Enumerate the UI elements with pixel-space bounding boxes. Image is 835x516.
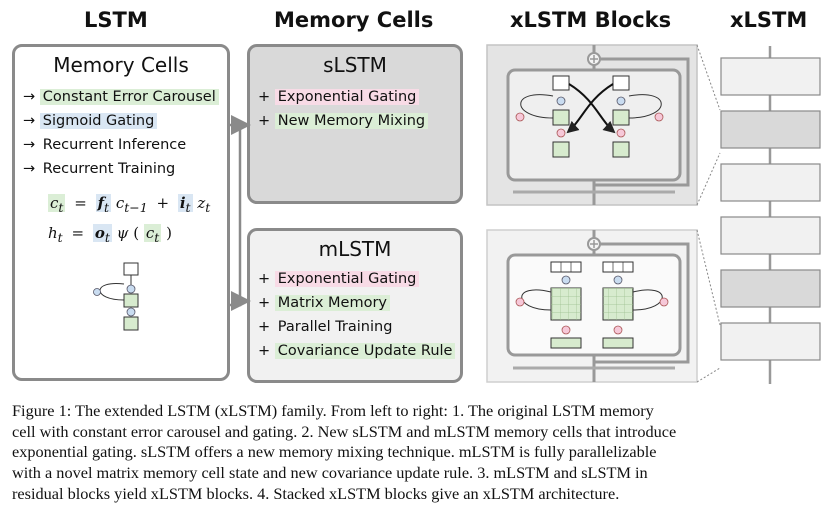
- stacked-slstm-block: [720, 110, 821, 149]
- stacked-mlstm-block: [720, 322, 821, 361]
- plus-icon: +: [258, 271, 271, 287]
- cell-state-equation: ct = ft ct−1 + it zt: [48, 194, 211, 215]
- hidden-state-equation: ht = ot ψ ( ct ): [48, 224, 172, 245]
- slstm-block-diagram: [486, 44, 698, 206]
- lstm-to-cells-connector: [230, 115, 251, 311]
- mlstm-item-exponential-gating: + Exponential Gating: [258, 271, 420, 287]
- arrow-right-icon: →: [23, 137, 36, 153]
- slstm-panel: sLSTM + Exponential Gating + New Memory …: [247, 44, 463, 204]
- item-label: Exponential Gating: [274, 89, 420, 105]
- caption-line: cell with constant error carousel and ga…: [12, 421, 677, 441]
- item-label: Exponential Gating: [274, 271, 420, 287]
- mlstm-item-parallel-training: + Parallel Training: [258, 319, 395, 335]
- lstm-cell-icon: [93, 262, 139, 331]
- caption-line: Figure 1: The extended LSTM (xLSTM) fami…: [12, 401, 654, 420]
- item-label: Recurrent Inference: [42, 137, 187, 153]
- plus-icon: +: [258, 319, 271, 335]
- stacked-mlstm-block: [720, 57, 821, 96]
- item-label: New Memory Mixing: [274, 113, 429, 129]
- mlstm-item-covariance-update-rule: + Covariance Update Rule: [258, 343, 456, 359]
- header-xlstm: xLSTM: [730, 8, 808, 32]
- stacked-slstm-block: [720, 269, 821, 308]
- mlstm-item-matrix-memory: + Matrix Memory: [258, 295, 390, 311]
- item-label: Recurrent Training: [42, 161, 176, 177]
- lstm-item-constant-error-carousel: → Constant Error Carousel: [23, 89, 219, 105]
- mlstm-panel-title: mLSTM: [318, 237, 392, 261]
- mlstm-block-diagram: [486, 229, 698, 383]
- figure-caption: Figure 1: The extended LSTM (xLSTM) fami…: [12, 401, 827, 505]
- plus-icon: +: [258, 113, 271, 129]
- lstm-panel-title: Memory Cells: [53, 53, 189, 77]
- item-label: Covariance Update Rule: [274, 343, 456, 359]
- item-label: Parallel Training: [277, 319, 393, 335]
- item-label: Constant Error Carousel: [39, 89, 219, 105]
- diagram-graphics: [93, 44, 821, 384]
- stacked-mlstm-block: [720, 216, 821, 255]
- header-memory-cells: Memory Cells: [274, 8, 434, 32]
- arrow-right-icon: →: [23, 161, 36, 177]
- arrow-right-icon: →: [23, 89, 36, 105]
- item-label: Matrix Memory: [274, 295, 390, 311]
- slstm-panel-title: sLSTM: [323, 53, 387, 77]
- arrow-right-icon: →: [23, 113, 36, 129]
- lstm-item-recurrent-training: → Recurrent Training: [23, 161, 178, 177]
- caption-line: exponential gating. sLSTM offers a new m…: [12, 442, 657, 462]
- lstm-memory-cell-panel: Memory Cells → Constant Error Carousel →…: [12, 44, 230, 381]
- mlstm-panel: mLSTM + Exponential Gating + Matrix Memo…: [247, 228, 463, 383]
- lstm-item-sigmoid-gating: → Sigmoid Gating: [23, 113, 158, 129]
- caption-line: with a novel matrix memory cell state an…: [12, 463, 648, 483]
- xlstm-stack: [720, 46, 821, 384]
- header-xlstm-blocks: xLSTM Blocks: [510, 8, 672, 32]
- plus-icon: +: [258, 89, 271, 105]
- plus-icon: +: [258, 343, 271, 359]
- stacked-mlstm-block: [720, 163, 821, 202]
- caption-line: residual blocks yield xLSTM blocks. 4. S…: [12, 483, 620, 503]
- item-label: Sigmoid Gating: [39, 113, 158, 129]
- header-lstm: LSTM: [84, 8, 148, 32]
- slstm-item-exponential-gating: + Exponential Gating: [258, 89, 420, 105]
- block-to-stack-connectors: [696, 44, 721, 383]
- slstm-item-new-memory-mixing: + New Memory Mixing: [258, 113, 429, 129]
- plus-icon: +: [258, 295, 271, 311]
- lstm-item-recurrent-inference: → Recurrent Inference: [23, 137, 189, 153]
